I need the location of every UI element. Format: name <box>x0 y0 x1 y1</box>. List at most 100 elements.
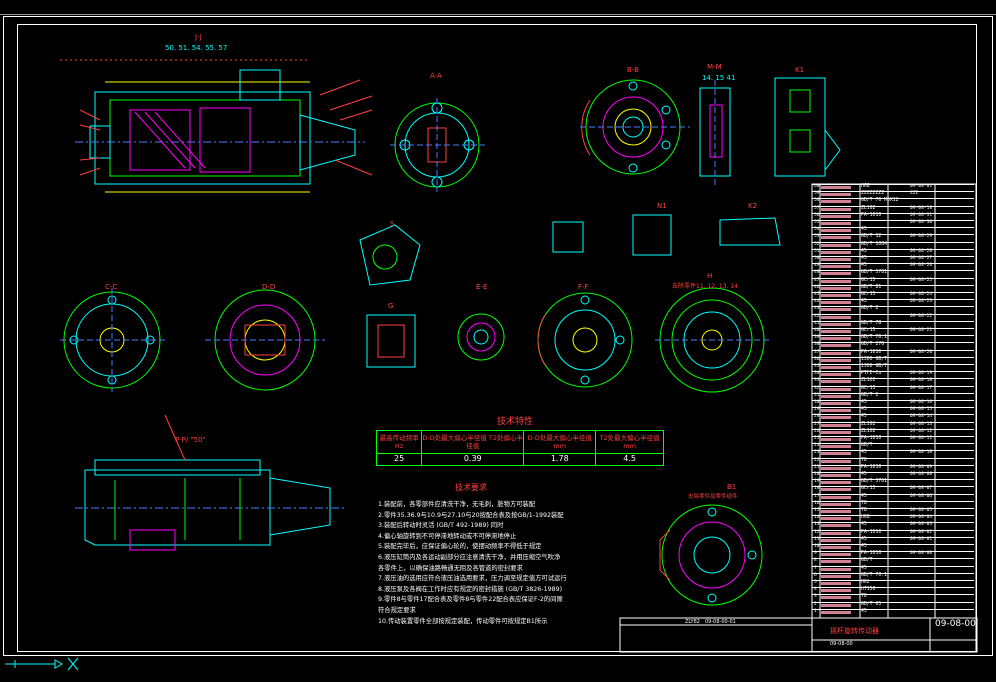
bom-row-material: PA-1010 <box>861 551 882 557</box>
bom-row-material: 45 <box>861 407 867 413</box>
bom-row-material: 45 <box>861 400 867 405</box>
bom-row-name-block <box>821 589 851 593</box>
bom-row-name-block <box>821 459 851 463</box>
tech-requirement-item: 3.装配后转动时灵活 (GB/T 492-1989) 同时 <box>378 522 504 530</box>
bom-row-code: 09-08-10 <box>910 450 933 456</box>
view-g <box>366 314 416 368</box>
bom-row-name-block <box>821 315 851 319</box>
bom-row-name-block <box>821 308 851 312</box>
label-section-jj-refs: 50. 51. 54. 55. 57 <box>165 44 228 52</box>
bom-row-code: 09-08-30 <box>910 220 933 225</box>
bom-row-number: 10 <box>814 544 820 549</box>
bom-row-number: 23 <box>814 450 820 456</box>
bom-row-code: 09-08-18 <box>910 378 933 384</box>
bom-row-material: 45 <box>861 536 867 542</box>
bom-row-code: 09-08-19 <box>910 371 933 377</box>
bom-row-name-block <box>821 243 851 247</box>
bom-row-name-block <box>821 510 851 513</box>
bom-row-number: 17 <box>814 493 820 499</box>
bom-row-name-block <box>821 430 851 434</box>
bom-row-material: GB/T 5781 <box>861 270 887 276</box>
bom-row-name-block <box>821 272 851 276</box>
bom-row-name-block <box>821 351 851 355</box>
bom-row-code: 09-08-05 <box>910 508 933 513</box>
tech-requirement-item: 7.液压油的选用应符合液压油选用要求，压力调至规定值方可试运行 <box>378 575 567 583</box>
tech-spec-value: 0.39 <box>421 452 525 467</box>
drawing-label: 09-08-00 <box>830 641 853 647</box>
bom-row-material: GB/T 2 <box>861 306 879 312</box>
tech-spec-value: 4.5 <box>595 452 664 467</box>
bom-row-code: 09-08-29 <box>910 234 933 240</box>
bom-row-material: GB/T <box>861 558 873 564</box>
tech-spec-value: 1.78 <box>523 452 597 467</box>
bom-row-material: 45 <box>861 248 867 254</box>
section-d-d <box>205 289 325 391</box>
bom-row-code: 09-08-16 <box>910 400 933 405</box>
bom-row-name-block <box>821 574 851 578</box>
bom-row-name-block <box>821 366 851 369</box>
bom-row-code: 09-08-01 <box>910 184 933 189</box>
label-section-cc: C-C <box>105 283 118 291</box>
drawing-code: 09-08-00 <box>935 619 976 629</box>
bom-row-material: PA-1010 <box>861 464 882 470</box>
tech-requirement-item: 5.装配完毕后，应保证偏心轮的，使摆动频率不得低于规定 <box>378 543 542 551</box>
label-section-aa: A-A <box>430 72 442 80</box>
bom-row-code: 09-08-09 <box>910 464 933 470</box>
label-view-pp: P-P/ "50" <box>175 436 206 444</box>
bom-row-name-block <box>821 603 851 607</box>
bom-row-material: GB/T 65 <box>861 601 882 607</box>
label-section-jj: J-J <box>195 33 202 41</box>
bom-row-name-block <box>821 531 851 535</box>
bom-row-number: 53 <box>814 234 820 240</box>
bom-row-number: 14 <box>814 515 820 521</box>
bom-row-number: 45 <box>814 292 820 297</box>
bom-row-material: 45 <box>861 450 867 456</box>
bom-row-name-block <box>821 402 851 405</box>
label-section-dd: D-D <box>262 283 276 291</box>
bom-row-number: 40 <box>814 328 820 333</box>
bom-row-number: 48 <box>814 270 820 276</box>
bom-row-name-block <box>821 394 851 398</box>
bom-row-name-block <box>821 193 851 197</box>
title-bar <box>0 0 996 15</box>
bom-row-material: GB/T 81 <box>861 284 882 290</box>
bom-row-number: 44 <box>814 299 820 305</box>
bom-row-material: H68 <box>861 515 870 521</box>
label-view-h: H <box>707 272 713 280</box>
bom-row-number: 19 <box>814 479 820 485</box>
bom-row-number: 43 <box>814 306 820 312</box>
bom-row-name-block <box>821 423 851 427</box>
bom-row-number: 15 <box>814 508 820 513</box>
bom-row-name-block <box>821 610 851 614</box>
bom-row-number: 57 <box>814 205 820 211</box>
bom-row-name-block <box>821 596 851 600</box>
bom-row-number: 51 <box>814 248 820 254</box>
bom-row-name-block <box>821 250 851 254</box>
bom-row-number: 39 <box>814 335 820 341</box>
tech-requirements-heading: 技术要求 <box>455 483 487 492</box>
bom-row-number: 29 <box>814 407 820 413</box>
bom-row-number: 5 <box>814 580 817 585</box>
bom-row: 48 GB/T 5781 <box>812 270 974 276</box>
bom-row-name-block <box>821 265 851 269</box>
bom-row-name-block <box>821 387 851 391</box>
